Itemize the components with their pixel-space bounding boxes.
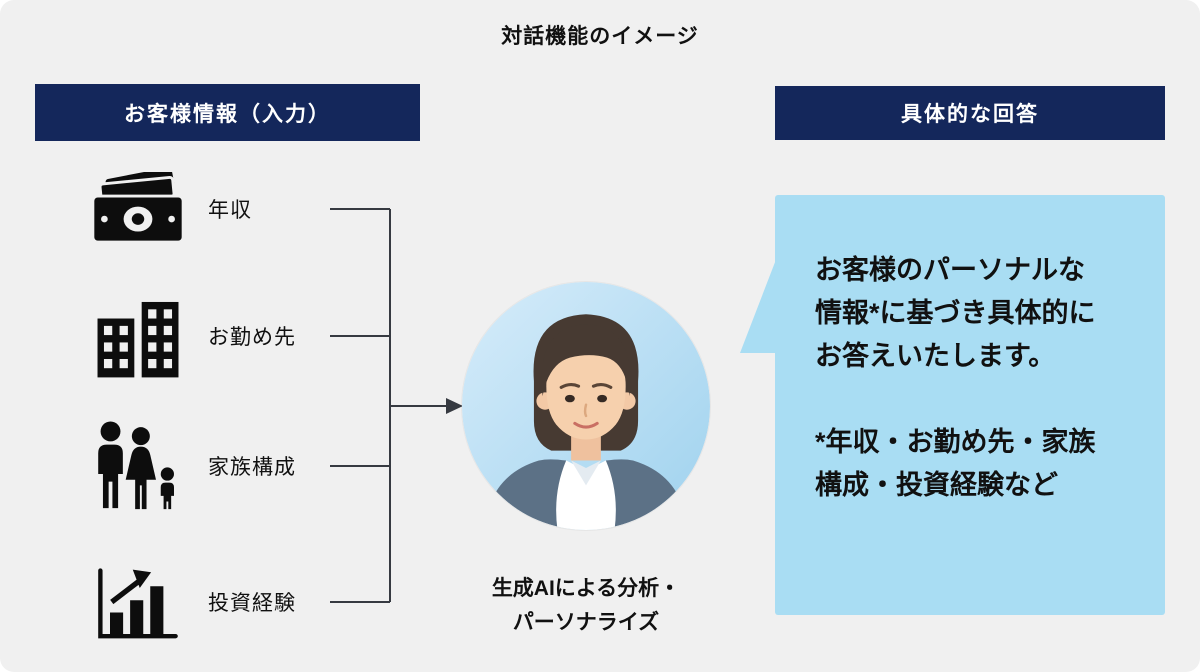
ai-avatar-image — [462, 282, 710, 530]
specific-answer-header: 具体的な回答 — [775, 86, 1165, 140]
input-item-annual-income: 年収 — [86, 172, 252, 245]
bubble-text-line-1: お客様のパーソナルな — [815, 255, 1085, 285]
bubble-footnote-line-1: *年収・お勤め先・家族 — [815, 426, 1096, 457]
flow-arrow-head — [446, 398, 463, 414]
input-item-family: 家族構成 — [86, 421, 296, 511]
banknote-icon — [86, 172, 190, 245]
input-item-label-workplace: お勤め先 — [208, 326, 296, 349]
bar-chart-icon — [86, 563, 190, 641]
ai-caption-line-2: パーソナライズ — [512, 611, 660, 635]
bubble-text-line-2: 情報*に基づき具体的に — [815, 298, 1096, 329]
input-item-label-family: 家族構成 — [208, 456, 296, 479]
customer-info-header: お客様情報（入力） — [35, 84, 420, 141]
buildings-icon — [86, 294, 190, 378]
speech-bubble-tail — [740, 257, 777, 353]
input-item-investment: 投資経験 — [86, 563, 296, 641]
family-icon — [86, 421, 190, 511]
customer-info-header-label: お客様情報（入力） — [124, 102, 331, 126]
bubble-footnote-line-2: 構成・投資経験など — [815, 469, 1058, 500]
input-item-workplace: お勤め先 — [86, 294, 296, 378]
specific-answer-header-label: 具体的な回答 — [901, 103, 1039, 126]
ai-caption-line-1: 生成AIによる分析・ — [491, 577, 681, 600]
input-item-label-annual-income: 年収 — [208, 198, 252, 222]
ai-avatar-illustration — [462, 282, 710, 530]
ai-caption: 生成AIによる分析・ パーソナライズ — [436, 572, 736, 640]
input-item-label-investment: 投資経験 — [208, 592, 296, 615]
page-title: 対話機能のイメージ — [501, 25, 699, 48]
bubble-text-line-3: お答えいたします。 — [815, 341, 1056, 372]
speech-bubble: お客様のパーソナルな 情報*に基づき具体的に お答えいたします。 *年収・お勤め… — [775, 195, 1165, 615]
